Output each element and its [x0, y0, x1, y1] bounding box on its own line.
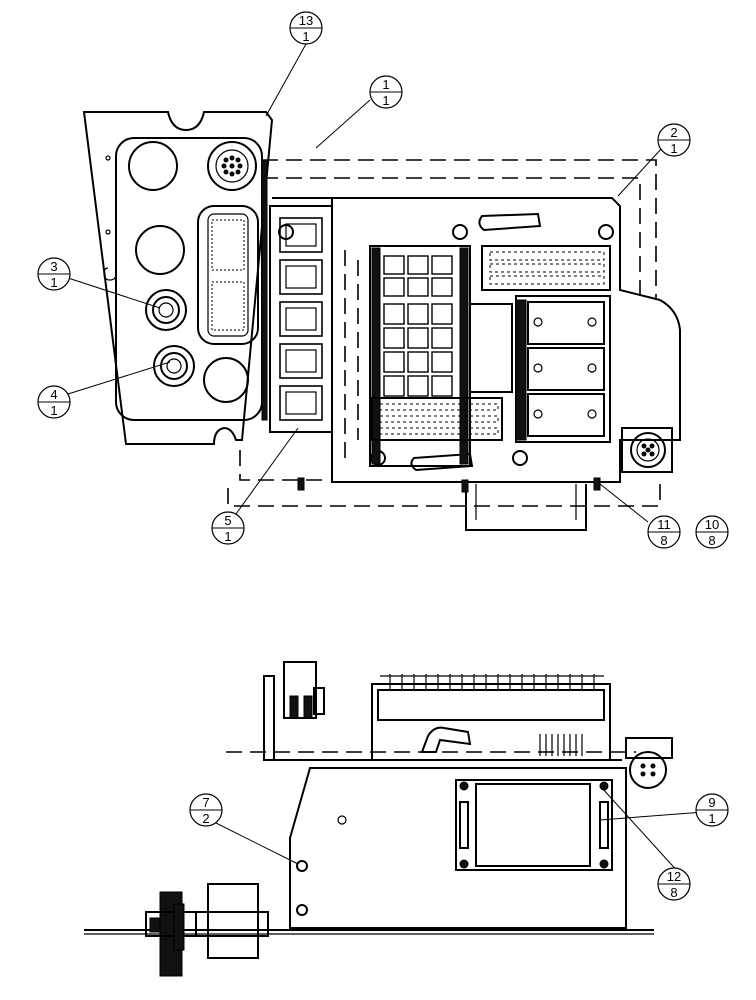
side-relay [283, 661, 317, 719]
callout-12-qty: 8 [670, 885, 677, 900]
callout-9-qty: 1 [708, 811, 715, 826]
callout-5-qty: 1 [224, 529, 231, 544]
relay-block [369, 245, 471, 467]
callout-7: 7 2 [189, 793, 223, 827]
callout-3-qty: 1 [50, 275, 57, 290]
bulkhead-connector-3 [145, 289, 187, 331]
callout-5-item: 5 [224, 513, 231, 528]
callout-11-item: 11 [657, 517, 671, 532]
callout-1-item: 1 [382, 77, 389, 92]
callout-10-item: 10 [705, 517, 719, 532]
latch-top [478, 212, 542, 232]
callout-1: 1 1 [369, 75, 403, 109]
fuse-strip-bottom [371, 397, 503, 441]
callout-12-item: 12 [667, 869, 681, 884]
callout-13-qty: 1 [302, 29, 309, 44]
callout-3-item: 3 [50, 259, 57, 274]
callout-13: 13 1 [289, 11, 323, 45]
side-connector [621, 427, 673, 473]
callout-10: 10 8 [695, 515, 729, 549]
callout-2-qty: 1 [670, 141, 677, 156]
side-bracket [289, 767, 627, 929]
callout-2: 2 1 [657, 123, 691, 157]
callout-3: 3 1 [37, 257, 71, 291]
leaders [67, 43, 705, 875]
callout-4-item: 4 [50, 387, 57, 402]
callout-9: 9 1 [695, 793, 729, 827]
callout-4-qty: 1 [50, 403, 57, 418]
round-connector-pins [221, 155, 243, 177]
callout-7-qty: 2 [202, 811, 209, 826]
bulkhead-connector-4 [153, 345, 195, 387]
callout-9-item: 9 [708, 795, 715, 810]
callout-5: 5 1 [211, 511, 245, 545]
side-view [84, 661, 673, 977]
callout-2-item: 2 [670, 125, 677, 140]
top-view [82, 111, 681, 531]
fuse-box-base [272, 197, 681, 483]
callout-11-qty: 8 [660, 533, 667, 548]
fuse-strip-top [481, 245, 611, 291]
callout-1-qty: 1 [382, 93, 389, 108]
callout-7-item: 7 [202, 795, 209, 810]
fuse-box-profile [371, 683, 611, 761]
relay-cells [383, 255, 453, 397]
callout-10-qty: 8 [708, 533, 715, 548]
multipin-connector [197, 205, 259, 345]
bottom-connector-assembly [145, 883, 269, 977]
control-module [455, 779, 613, 871]
callout-4: 4 1 [37, 385, 71, 419]
callout-11: 11 8 [647, 515, 681, 549]
callout-12: 12 8 [657, 867, 691, 901]
callout-13-item: 13 [299, 13, 313, 28]
multipin-connector-pins [211, 219, 245, 331]
side-round-connector [629, 751, 667, 789]
